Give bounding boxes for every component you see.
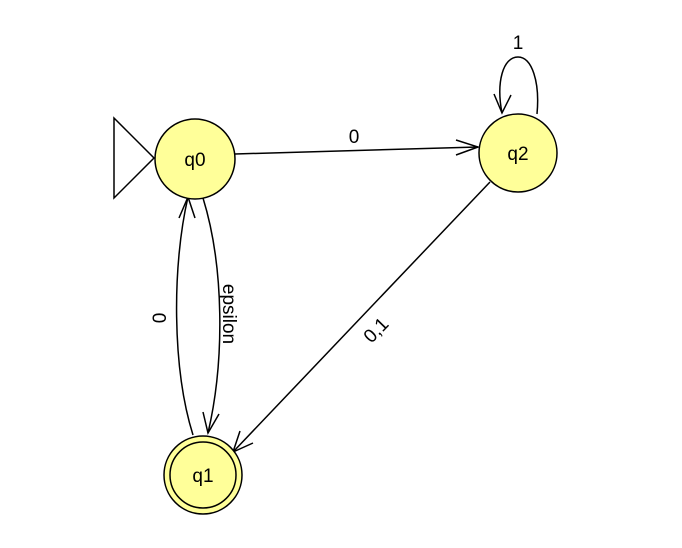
- transition-q1-q0[interactable]: 0: [150, 194, 196, 436]
- transition-q2-q2[interactable]: 1: [493, 33, 539, 115]
- state-q1[interactable]: q1: [163, 435, 243, 515]
- state-circle: [478, 113, 558, 193]
- state-inner-circle: [169, 441, 237, 509]
- edge-line: [175, 196, 194, 436]
- state-label: q0: [184, 150, 205, 171]
- edge-line: [202, 197, 221, 434]
- transition-label: 0,1: [360, 314, 393, 348]
- state-q0[interactable]: q0: [154, 118, 236, 200]
- transition-q2-q1[interactable]: 0,1: [231, 181, 491, 454]
- edge-line: [499, 56, 539, 115]
- state-label: q1: [192, 466, 213, 487]
- transition-label: 0: [150, 313, 171, 324]
- state-circle: [154, 118, 236, 200]
- transition-label: 1: [513, 33, 524, 54]
- arrowhead: [493, 93, 512, 115]
- state-q2[interactable]: q2: [478, 113, 558, 193]
- transition-q0-q1[interactable]: epsilon: [202, 197, 239, 436]
- arrowhead: [455, 139, 481, 156]
- transition-label: 0: [349, 127, 360, 148]
- arrowhead: [202, 411, 220, 436]
- transition-label: epsilon: [218, 284, 239, 344]
- arrowhead: [178, 194, 196, 219]
- edge-line: [234, 146, 479, 155]
- state-label: q2: [507, 144, 528, 165]
- transition-q0-q2[interactable]: 0: [234, 127, 481, 156]
- initial-state-marker: [113, 116, 156, 200]
- edge-line: [232, 181, 491, 453]
